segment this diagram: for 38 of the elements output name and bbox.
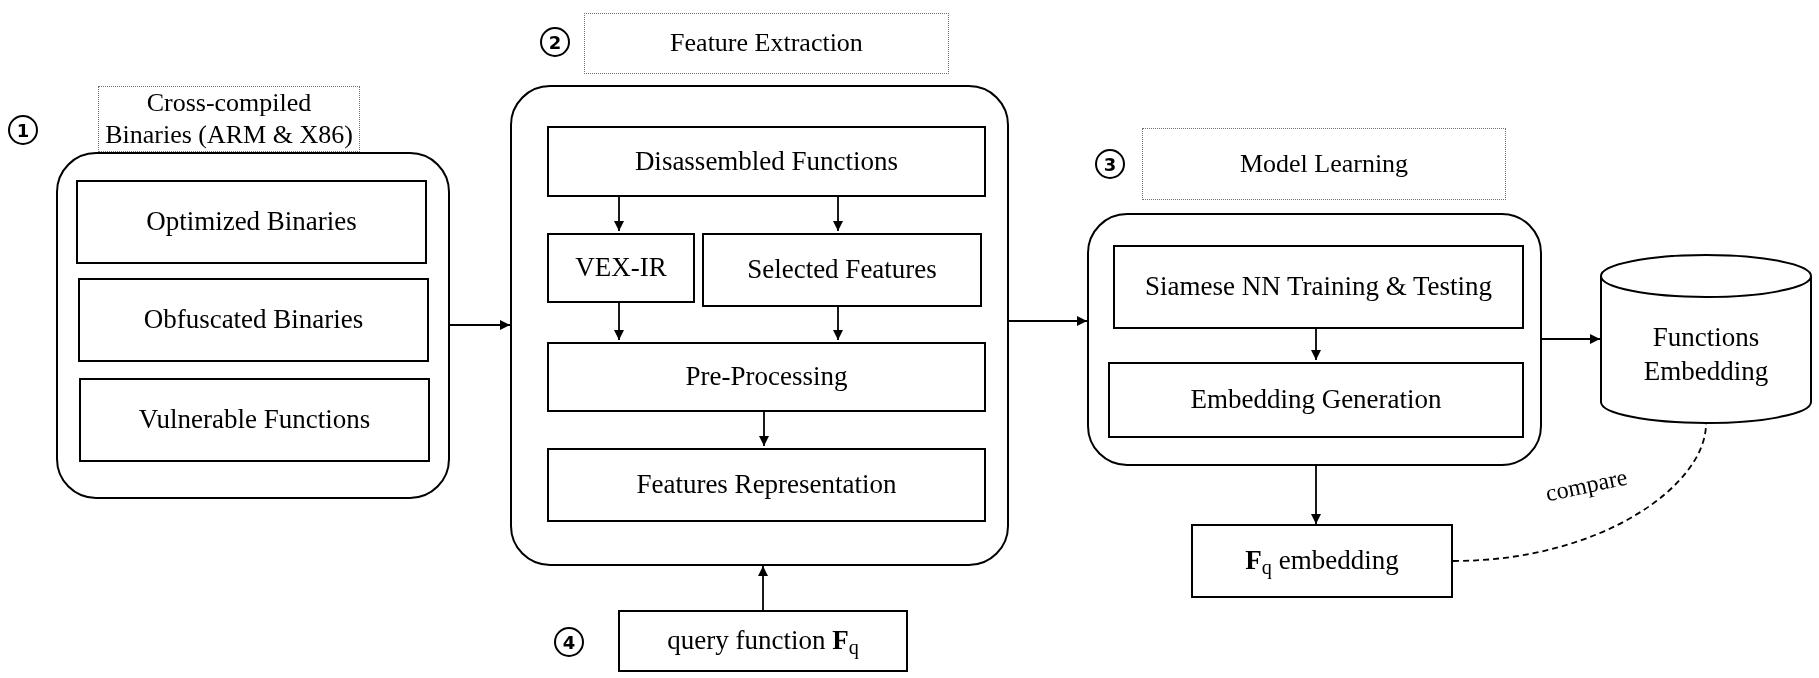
arrow — [1008, 316, 1088, 326]
process-box — [547, 342, 986, 412]
arrow — [614, 194, 624, 232]
process-box — [78, 278, 429, 362]
process-box — [79, 378, 430, 462]
process-box — [702, 233, 982, 307]
arrow — [1311, 465, 1321, 525]
arrow — [614, 300, 624, 341]
stage-heading: Feature Extraction — [584, 13, 949, 74]
arrow — [833, 194, 843, 232]
process-label: Obfuscated Binaries — [143, 303, 364, 337]
process-box — [1113, 245, 1524, 329]
process-label: F$_{q}$ embedding — [1245, 544, 1399, 578]
process-label: Vulnerable Functions — [138, 403, 371, 437]
arrow — [449, 320, 511, 330]
store-label: Functions Embedding — [1642, 321, 1770, 388]
process-box — [547, 233, 695, 303]
process-label: Features Representation — [636, 468, 897, 502]
process-box — [547, 126, 986, 197]
arrow — [1311, 326, 1321, 361]
process-label: Siamese NN Training & Testing — [1144, 270, 1493, 304]
process-label: VEX-IR — [575, 251, 667, 285]
process-label: Pre-Processing — [685, 360, 848, 394]
process-box — [547, 448, 986, 522]
stage-heading: Model Learning — [1142, 128, 1506, 200]
process-box — [76, 180, 427, 264]
arrow — [759, 409, 769, 447]
process-label: Embedding Generation — [1190, 383, 1442, 417]
process-label: Disassembled Functions — [634, 144, 899, 178]
arrow — [833, 304, 843, 341]
process-label: Selected Features — [747, 253, 937, 287]
arrow — [1541, 334, 1601, 344]
process-label: Optimized Binaries — [146, 205, 357, 239]
stage-heading: Cross-compiled Binaries (ARM & X86) — [98, 86, 360, 152]
arrow — [758, 565, 768, 611]
process-box — [1108, 362, 1524, 438]
process-box — [1191, 524, 1453, 598]
process-label: query function F$_{q}$ — [667, 624, 859, 658]
